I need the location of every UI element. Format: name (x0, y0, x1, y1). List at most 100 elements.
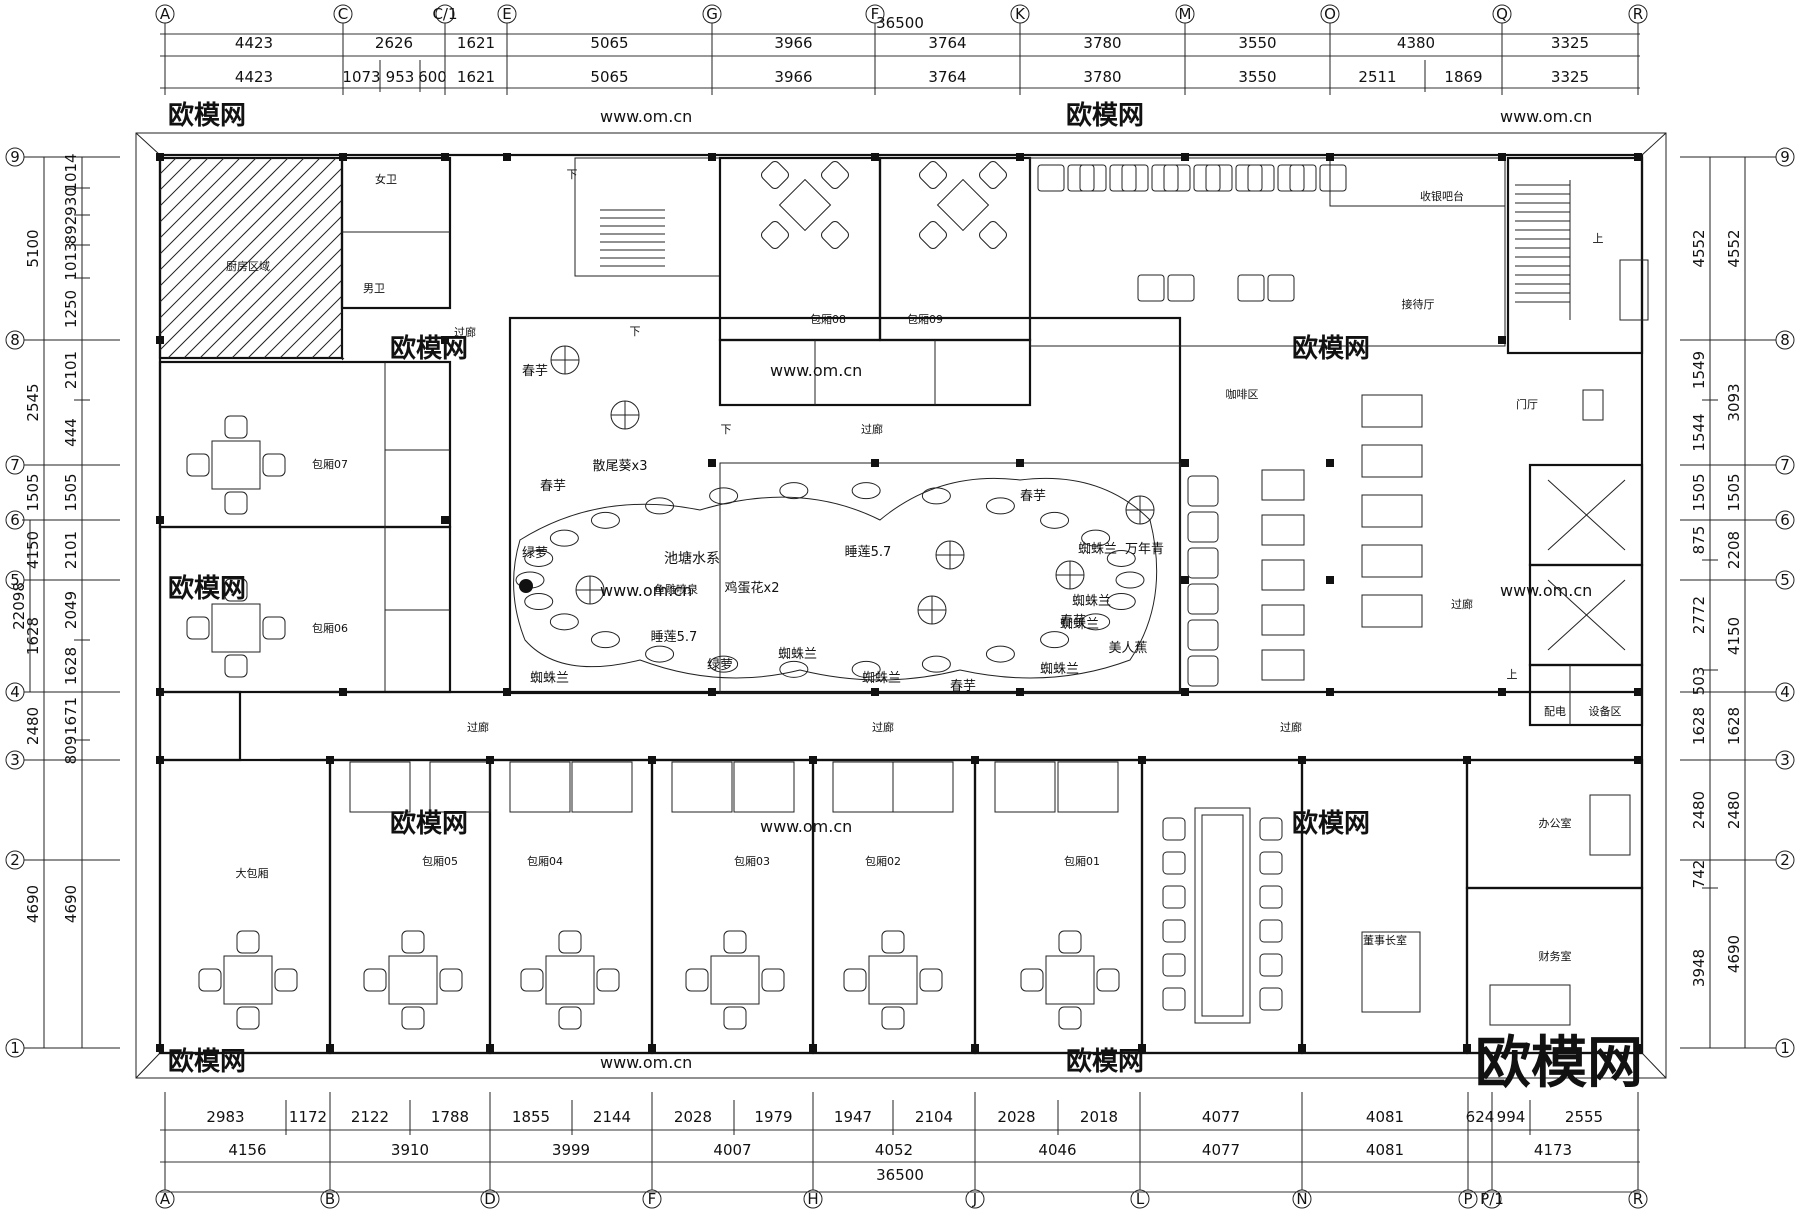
column (503, 688, 511, 696)
pebble (590, 631, 620, 649)
booth-seat (1187, 475, 1219, 507)
dining-table (710, 955, 760, 1005)
dining-table (211, 440, 261, 490)
dimension-value: 4173 (1534, 1141, 1572, 1159)
armchair (1121, 164, 1149, 192)
room-label-corridor-band-3: 过廊 (1280, 720, 1302, 734)
dimension-value: 1544 (1690, 413, 1708, 451)
dimension-value: 1505 (62, 473, 80, 511)
column (1463, 756, 1471, 764)
plant-label: 春芋 (1060, 614, 1086, 629)
grid-label: 2 (10, 851, 20, 869)
plant-label: 蜘蛛兰 (1072, 594, 1111, 609)
dimension-value: 1869 (1444, 68, 1482, 86)
dimension-value: 1549 (1690, 351, 1708, 389)
private-room-outline (158, 758, 332, 1055)
chair (761, 161, 789, 189)
plant-label: 万年青 (1125, 542, 1164, 557)
column (809, 1044, 817, 1052)
chair (1058, 1006, 1082, 1030)
dimension-value: 2028 (674, 1108, 712, 1126)
pebble (709, 487, 739, 505)
room-label-private-02: 包厢02 (865, 855, 901, 868)
watermark-brand: 欧模网 (1292, 808, 1370, 839)
dimension-value: 1855 (512, 1108, 550, 1126)
armchair (1037, 164, 1065, 192)
column (1016, 153, 1024, 161)
dimension-value: 953 (386, 68, 415, 86)
watermark-brand: 欧模网 (1066, 1046, 1144, 1077)
pebble (1040, 511, 1070, 529)
dimension-value: 600 (418, 68, 447, 86)
chair (821, 221, 849, 249)
dimension-value: 2480 (1690, 791, 1708, 829)
dimension-value: 2018 (1080, 1108, 1118, 1126)
chair (881, 930, 905, 954)
armchair (1235, 164, 1263, 192)
plant-label: 蜘蛛兰 (862, 671, 901, 686)
plant-label: 蜘蛛兰 (1078, 542, 1117, 557)
column (486, 756, 494, 764)
right-dimensions: 4552154915441505875277250316282480742394… (1690, 156, 1753, 1048)
furniture (186, 161, 1631, 1030)
grid-label: 6 (10, 511, 20, 529)
lobby-desk (1582, 389, 1604, 421)
chair (723, 1006, 747, 1030)
left-dimensions: 5100254515054150162824804690220981014930… (10, 153, 90, 1048)
armchair (1277, 164, 1305, 192)
dining-table (223, 955, 273, 1005)
grid-label: 1 (1780, 1039, 1790, 1057)
column (1016, 459, 1024, 467)
column (871, 459, 879, 467)
room-label-private-09: 包厢09 (907, 313, 943, 326)
pebble (985, 645, 1015, 663)
room-label-equipment: 设备区 (1589, 704, 1622, 718)
stair-up-label-1: 上 (1593, 232, 1604, 245)
pebble (1081, 613, 1111, 631)
column (1634, 688, 1642, 696)
room-label-corridor-band-2: 过廊 (872, 720, 894, 734)
stair-up-label-2: 上 (1507, 668, 1518, 681)
chair (979, 221, 1007, 249)
dimension-value: 3764 (928, 68, 966, 86)
column (156, 516, 164, 524)
grid-label: 4 (10, 683, 20, 701)
fountain-icon (519, 579, 533, 593)
column (1181, 459, 1189, 467)
dimension-value: 4423 (235, 34, 273, 52)
desk (1489, 984, 1571, 1026)
chair (363, 968, 387, 992)
armchair (1167, 274, 1195, 302)
column (809, 756, 817, 764)
chair (224, 654, 248, 678)
column (971, 1044, 979, 1052)
plant-label: 绿萝 (522, 546, 548, 561)
pebble (1081, 529, 1111, 547)
pebble (1106, 549, 1136, 567)
booth-seat (1361, 544, 1423, 578)
grid-label: G (706, 5, 718, 23)
grid-label: K (1015, 5, 1026, 23)
grid-label: R (1633, 1190, 1643, 1208)
private-room-outline (811, 758, 977, 1055)
dimension-value: 2144 (593, 1108, 631, 1126)
bottom-total-dim: 36500 (876, 1166, 924, 1184)
chair (401, 930, 425, 954)
column (339, 688, 347, 696)
plant-label: 蜘蛛兰 (778, 647, 817, 662)
grid-label: N (1296, 1190, 1307, 1208)
grid-label: 7 (1780, 456, 1790, 474)
watermark-brand: 欧模网 (168, 1046, 246, 1077)
dimension-value: 5065 (590, 68, 628, 86)
dimension-value: 4690 (1725, 935, 1743, 973)
plant-label: 春芋 (540, 479, 566, 494)
armchair (1151, 164, 1179, 192)
coffee-table (1261, 604, 1305, 636)
chair (685, 968, 709, 992)
plant-label: 美人蕉 (1108, 641, 1147, 656)
pebble (1106, 593, 1136, 611)
dimension-value: 2545 (24, 383, 42, 421)
chair (761, 221, 789, 249)
